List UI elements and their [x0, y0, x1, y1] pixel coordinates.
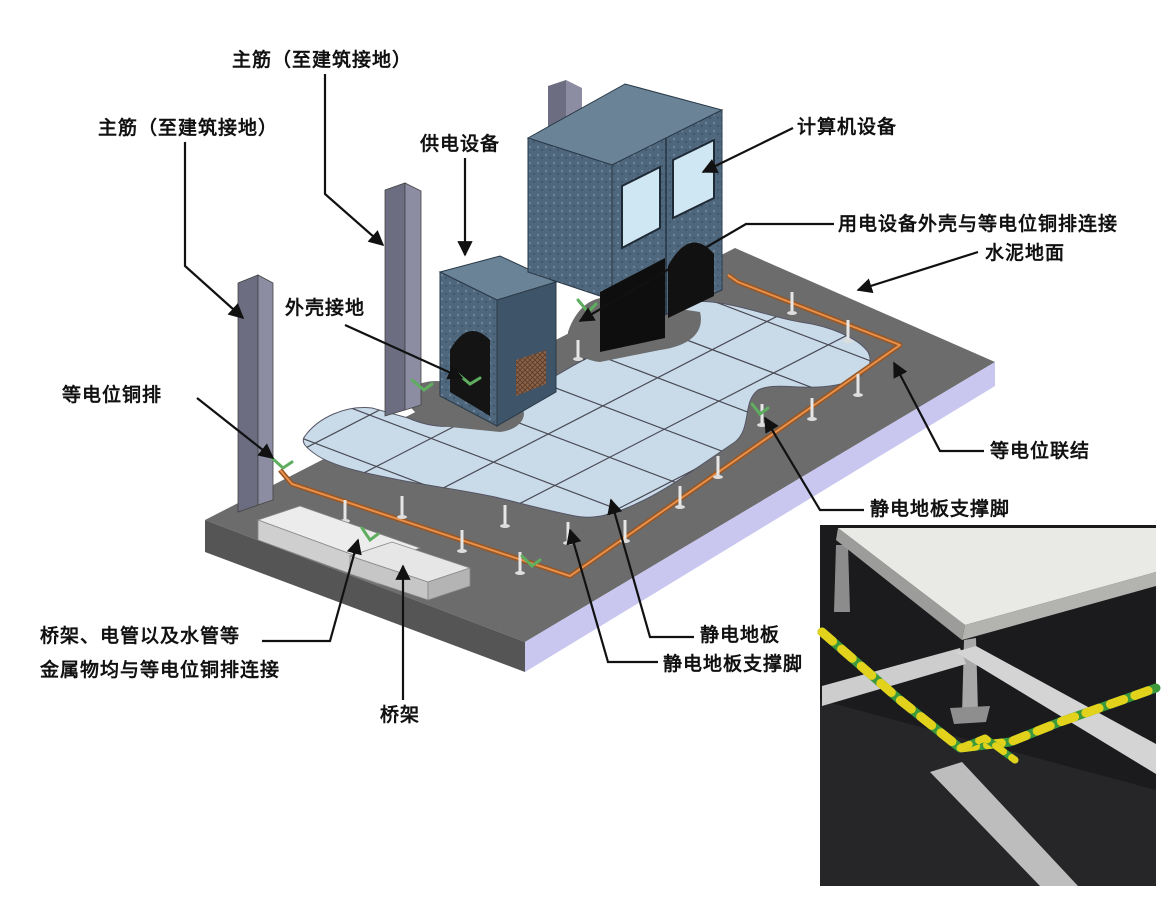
- leader-floor-support-1: [764, 416, 864, 512]
- label-floor-support-2: 静电地板支撑脚: [663, 653, 804, 675]
- label-concrete-floor: 水泥地面: [985, 242, 1066, 264]
- support-leg: [515, 552, 525, 575]
- leader-lines: [183, 74, 984, 700]
- tray-front: [257, 519, 379, 585]
- leader-antistatic-floor: [607, 498, 694, 639]
- inset-pedestal-left: [834, 545, 850, 612]
- leader-enclosure-grounding: [344, 323, 464, 380]
- power-cabinet-right: [496, 281, 557, 427]
- ground-clip: [270, 456, 294, 470]
- ground-clip: [750, 402, 770, 417]
- inset-ground-wire: [817, 627, 1161, 764]
- support-leg: [675, 486, 685, 509]
- inset-floor-panel-side: [836, 528, 965, 640]
- label-equipotential-bonding: 等电位联结: [990, 440, 1091, 462]
- support-leg: [853, 374, 863, 397]
- support-leg: [843, 320, 853, 343]
- label-floor-support-1: 静电地板支撑脚: [870, 498, 1011, 520]
- leader-floor-support-2: [566, 528, 658, 664]
- label-tray-note-line1: 桥架、电管以及水管等: [40, 625, 241, 647]
- slab-right-face: [525, 362, 995, 672]
- tray-side-2: [427, 567, 471, 601]
- inset-stringer-right: [955, 646, 1156, 774]
- grounding-clips: [270, 298, 770, 568]
- leader-equipotential-busbar: [196, 397, 275, 459]
- floor-support-legs: [340, 292, 863, 575]
- inset-floor-panel-edge: [962, 572, 1156, 640]
- slab-front-face: [205, 520, 525, 672]
- leader-equipotential-bonding: [893, 361, 984, 453]
- cable-trays: [256, 505, 472, 601]
- label-main-rebar-2: 主筋（至建筑接地）: [98, 117, 279, 139]
- leader-main-rebar-1: [323, 74, 385, 247]
- inset-floor-strip: [930, 762, 1078, 886]
- label-power-equipment: 供电设备: [420, 133, 501, 155]
- label-equipotential-busbar: 等电位铜排: [62, 384, 163, 406]
- support-leg: [397, 496, 407, 519]
- copper-busbar: [278, 272, 903, 579]
- column-left: [237, 274, 274, 513]
- support-leg: [457, 530, 467, 553]
- ground-clip: [410, 378, 434, 392]
- inset-pedestal-base: [950, 706, 990, 724]
- label-main-rebar-1: 主筋（至建筑接地）: [232, 49, 413, 71]
- label-enclosure-bonding: 用电设备外壳与等电位铜排连接: [838, 213, 1119, 235]
- inset-floor-panel-top: [838, 528, 1156, 625]
- support-leg: [713, 456, 723, 479]
- leader-concrete-floor: [856, 250, 979, 294]
- inset-photo: [817, 525, 1161, 886]
- ground-clip: [520, 554, 542, 568]
- computer-cabinet-window-left: [621, 165, 661, 250]
- power-cabinet-opening: [450, 331, 490, 416]
- label-antistatic-floor: 静电地板: [700, 624, 781, 646]
- label-cable-tray: 桥架: [380, 704, 421, 726]
- ground-clip: [360, 526, 380, 543]
- leader-computer-equipment: [701, 127, 794, 173]
- leader-tray-note: [262, 538, 362, 643]
- support-leg: [807, 398, 817, 421]
- support-leg: [573, 340, 583, 361]
- leader-enclosure-bonding: [578, 222, 834, 322]
- power-cabinet: [438, 255, 558, 427]
- computer-cabinet-left: [527, 137, 613, 301]
- label-tray-note-line2: 金属物均与等电位铜排连接: [40, 659, 281, 681]
- label-enclosure-grounding: 外壳接地: [285, 297, 366, 319]
- support-leg: [787, 292, 797, 315]
- power-cabinet-grill: [516, 350, 546, 396]
- leader-main-rebar-2: [183, 142, 245, 320]
- support-leg: [500, 505, 510, 528]
- computer-cabinet-opening: [668, 242, 714, 318]
- label-computer-equipment: 计算机设备: [797, 116, 898, 138]
- inset-stringer-left: [822, 648, 966, 706]
